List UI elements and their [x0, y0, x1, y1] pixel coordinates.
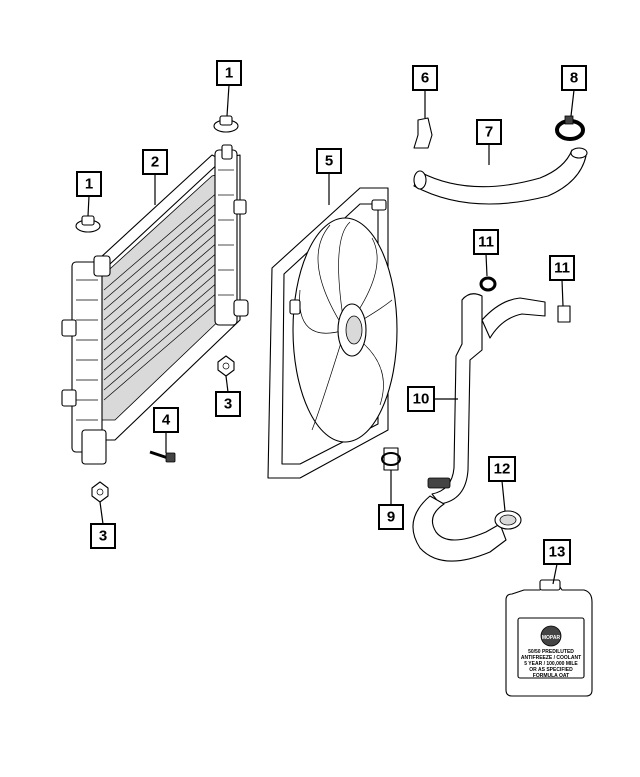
callout-12: 12	[488, 456, 516, 482]
jug-label-line3: 5 YEAR / 100,000 MILE	[524, 661, 578, 667]
callout-4-number: 4	[162, 412, 171, 429]
callout-5-number: 5	[325, 153, 333, 170]
upper-isolator-right	[213, 115, 239, 133]
upper-isolator-left	[75, 215, 101, 233]
callout-10: 10	[407, 386, 435, 412]
jug-label-line5: FORMULA OAT	[533, 673, 569, 679]
hose-clamp-upper	[555, 115, 585, 141]
callout-8-number: 8	[570, 70, 578, 87]
callout-6-number: 6	[421, 70, 429, 87]
radiator	[61, 144, 249, 465]
callout-6: 6	[412, 65, 438, 91]
callout-11-left-number: 11	[478, 234, 494, 251]
callout-11-right: 11	[549, 255, 575, 281]
lower-isolator-left	[91, 481, 109, 503]
callout-3-left: 3	[90, 523, 116, 549]
callout-1-top: 1	[216, 60, 242, 86]
fan-shroud	[267, 187, 398, 479]
hose-clamp-lower	[381, 447, 401, 471]
hose-clip	[413, 117, 433, 149]
jug-brand-logo: MOPAR	[542, 635, 561, 641]
callout-4: 4	[153, 407, 179, 433]
lower-radiator-hose	[412, 293, 546, 562]
lower-isolator-right	[217, 355, 235, 377]
jug-label-line4: OR AS SPECIFIED	[529, 667, 573, 673]
callout-1-left-number: 1	[85, 176, 93, 193]
hose-clamp-small-a	[479, 276, 497, 292]
callout-3-left-number: 3	[99, 528, 107, 545]
callout-8: 8	[561, 65, 587, 91]
callout-9: 9	[378, 504, 404, 530]
callout-11-left: 11	[473, 229, 499, 255]
coolant-jug: MOPAR 50/50 PREDILUTED ANTIFREEZE / COOL…	[505, 579, 593, 697]
callout-7: 7	[476, 119, 502, 145]
callout-1-top-number: 1	[225, 65, 233, 82]
callout-7-number: 7	[485, 124, 493, 141]
drain-plug	[149, 450, 176, 463]
callout-12-number: 12	[494, 461, 511, 478]
callout-3-right-number: 3	[224, 396, 232, 413]
hose-clamp-band	[494, 510, 522, 530]
callout-13-number: 13	[549, 544, 566, 561]
callout-1-left: 1	[76, 171, 102, 197]
callout-13: 13	[543, 539, 571, 565]
leader-lines	[87, 84, 575, 585]
upper-radiator-hose	[413, 147, 588, 205]
callout-9-number: 9	[387, 509, 395, 526]
callout-10-number: 10	[413, 391, 430, 408]
callout-11-right-number: 11	[554, 260, 570, 277]
jug-label-line1: 50/50 PREDILUTED	[528, 649, 574, 655]
callout-3-right: 3	[215, 391, 241, 417]
callout-2-number: 2	[151, 154, 159, 171]
hose-clamp-small-b	[557, 305, 571, 323]
jug-label-line2: ANTIFREEZE / COOLANT	[521, 655, 581, 661]
callout-5: 5	[316, 148, 342, 174]
callout-2: 2	[142, 149, 168, 175]
